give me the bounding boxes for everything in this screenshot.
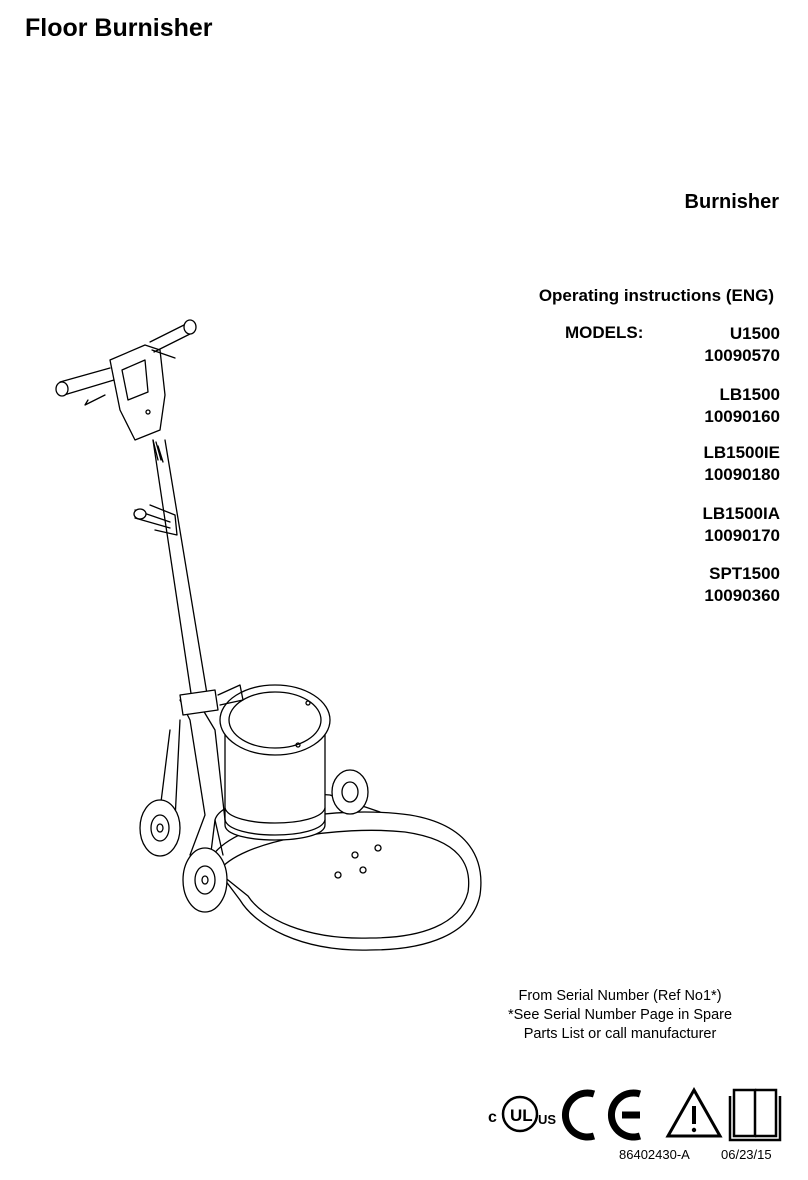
ul-listed-icon: c UL US (488, 1095, 556, 1133)
model-name: LB1500IA (702, 504, 780, 523)
model-name: SPT1500 (709, 564, 780, 583)
burnisher-illustration (55, 319, 482, 951)
operating-instructions-label: Operating instructions (ENG) (538, 286, 774, 305)
serial-note-line: From Serial Number (Ref No1*) (518, 988, 722, 1004)
model-part-number: 10090170 (704, 526, 780, 545)
manual-book-icon (728, 1088, 782, 1142)
svg-text:c: c (488, 1109, 497, 1126)
serial-note-line: *See Serial Number Page in Spare (507, 1007, 733, 1023)
document-code: 86402430-A (619, 1147, 690, 1162)
serial-number-note: From Serial Number (Ref No1*) *See Seria… (470, 987, 770, 1044)
model-entry: LB1500IE 10090180 (703, 442, 780, 486)
model-part-number: 10090160 (704, 407, 780, 426)
document-date: 06/23/15 (721, 1147, 772, 1162)
model-part-number: 10090360 (704, 586, 780, 605)
model-name: U1500 (729, 324, 780, 343)
model-entry: LB1500IA 10090170 (703, 503, 780, 547)
model-entry: U1500 10090570 (704, 323, 780, 367)
svg-text:US: US (538, 1112, 556, 1127)
product-subtitle: Burnisher (684, 191, 779, 213)
warning-triangle-icon (665, 1086, 723, 1138)
page-title: Floor Burnisher (25, 14, 213, 42)
models-label: MODELS: (565, 323, 644, 342)
serial-note-line: Parts List or call manufacturer (523, 1026, 717, 1042)
model-entry: LB1500 10090160 (704, 384, 780, 428)
ce-mark-icon (561, 1089, 642, 1141)
certification-logos: c UL US (488, 1086, 782, 1142)
svg-text:UL: UL (510, 1106, 533, 1125)
model-name: LB1500 (719, 385, 780, 404)
model-name: LB1500IE (703, 443, 780, 462)
model-entry: SPT1500 10090360 (704, 563, 780, 607)
model-part-number: 10090570 (704, 346, 780, 365)
model-part-number: 10090180 (704, 465, 780, 484)
